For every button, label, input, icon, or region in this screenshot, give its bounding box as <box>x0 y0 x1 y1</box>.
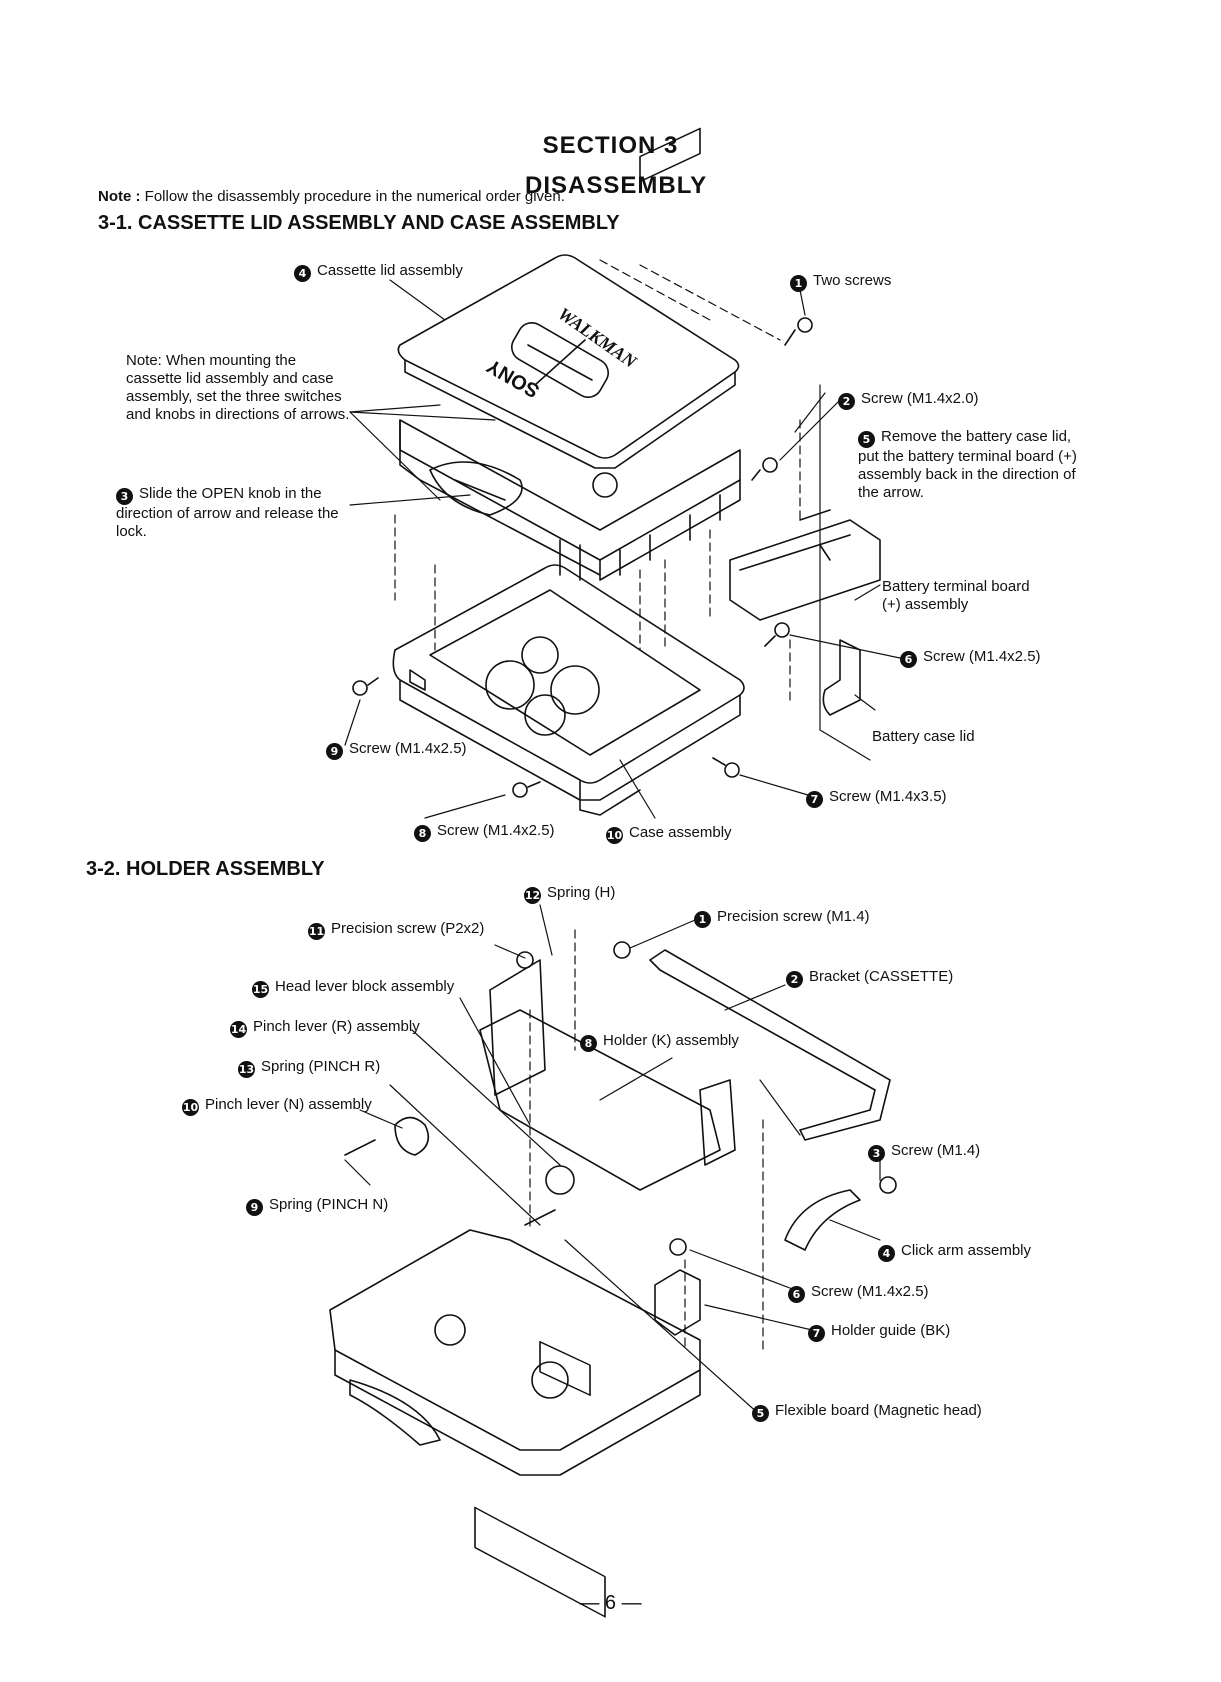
battery-box-drawing <box>729 509 881 716</box>
part1-heading: 3-1. CASSETTE LID ASSEMBLY AND CASE ASSE… <box>98 212 620 234</box>
leaders-part1 <box>344 259 901 819</box>
logo-brand: SONY <box>483 354 544 402</box>
page-number: — 6 — <box>579 1592 642 1614</box>
case-assembly-drawing <box>392 564 745 816</box>
procedure-note: Note : Follow the disassembly procedure … <box>98 188 565 205</box>
label-battery-terminal: Battery terminal board (+) assembly <box>882 578 1030 613</box>
mechanism-drawing <box>399 127 741 581</box>
holder-drawing <box>329 941 897 1618</box>
leaders-part2 <box>344 904 881 1416</box>
label-battery-lid: Battery case lid <box>872 728 975 745</box>
screws-part1 <box>352 317 813 798</box>
cassette-lid-drawing: SONY WALKMAN <box>397 254 740 498</box>
logo-model: WALKMAN <box>554 303 641 372</box>
section-title: SECTION 3 <box>542 132 679 159</box>
label-mounting-note: Note: When mounting the cassette lid ass… <box>126 352 350 423</box>
part2-heading: 3-2. HOLDER ASSEMBLY <box>86 858 325 880</box>
section-subtitle: DISASSEMBLY <box>525 172 708 199</box>
note-label: Note : <box>98 188 141 205</box>
note-text: Follow the disassembly procedure in the … <box>144 188 565 205</box>
